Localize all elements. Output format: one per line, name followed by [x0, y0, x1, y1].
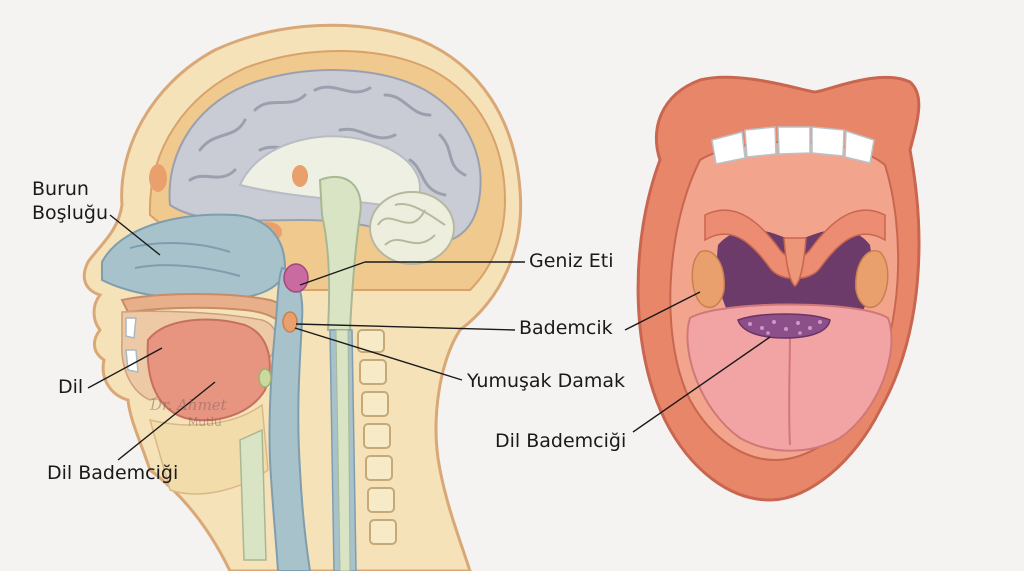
line-burun [109, 214, 161, 256]
label-geniz-eti: Geniz Eti [529, 250, 614, 272]
line-bademcik-right [624, 291, 701, 331]
head-sagittal-section [82, 23, 523, 571]
brainstem [318, 175, 362, 331]
line-bademcik [295, 323, 516, 331]
watermark-line2: Mutlu [188, 415, 222, 429]
line-dil-bademcigi-left [117, 381, 216, 461]
label-burun-line2: Boşluğu [32, 201, 108, 224]
watermark-line1: Dr. Ahmet [150, 396, 227, 414]
label-bademcik: Bademcik [519, 317, 613, 339]
upper-teeth [711, 126, 875, 165]
tongue [146, 318, 271, 422]
leader-lines [87, 214, 771, 461]
line-dil-bademcigi-right [632, 336, 771, 433]
right-tonsil [855, 250, 889, 309]
label-dil-bademcigi-left: Dil Bademciği [47, 462, 179, 484]
label-dil-bademcigi-right: Dil Bademciği [495, 430, 627, 452]
lingual-tonsil [737, 313, 831, 339]
palatine-tonsil [282, 311, 298, 333]
left-tonsil [691, 250, 725, 309]
uvula [783, 237, 807, 287]
adenoid [283, 263, 309, 293]
open-mouth [636, 75, 921, 502]
label-yumusak-damak: Yumuşak Damak [467, 370, 626, 392]
vertebrae [357, 329, 397, 545]
line-yumusak-damak [294, 327, 463, 381]
label-burun-bosluğu: Burun Boşluğu [32, 178, 108, 226]
cerebellum [369, 191, 455, 265]
label-dil: Dil [58, 376, 84, 398]
label-burun-line1: Burun [32, 178, 89, 200]
line-dil [87, 347, 163, 389]
